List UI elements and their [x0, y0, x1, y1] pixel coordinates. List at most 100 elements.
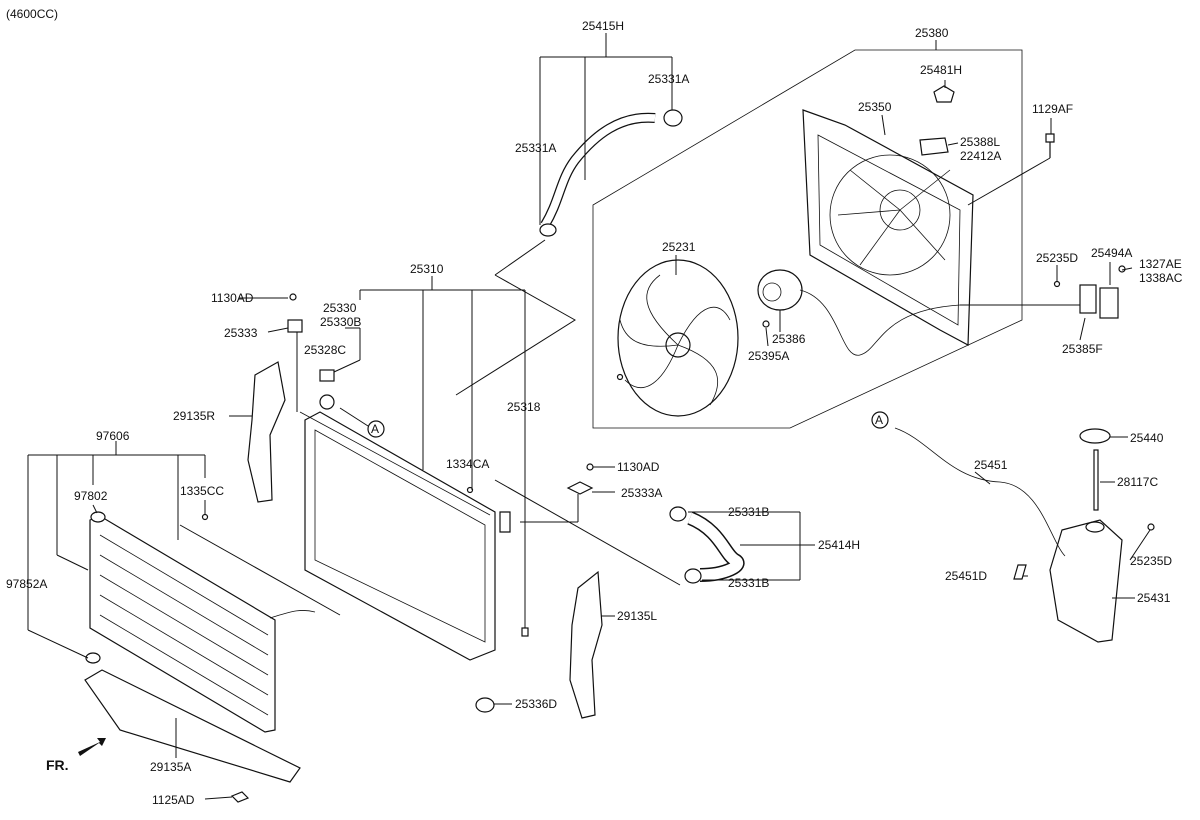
callout-a-radiator: A: [367, 420, 385, 438]
label-25235d-right: 25235D: [1130, 554, 1172, 568]
drain-plug-25318: [521, 627, 529, 637]
label-1125ad: 1125AD: [152, 793, 195, 807]
radiator-core: [304, 411, 496, 661]
fan-blades: [619, 274, 731, 406]
label-29135l: 29135L: [617, 609, 657, 623]
motor-wire: [799, 289, 961, 356]
radiator-top-tank: [299, 411, 491, 516]
label-25386: 25386: [772, 332, 806, 346]
label-97852a: 97852A: [6, 577, 47, 591]
reservoir-neck: [1085, 521, 1105, 533]
screw-25235d-upper: [1053, 280, 1061, 288]
front-indicator-text: FR.: [46, 757, 69, 773]
connector-25385f: [1079, 284, 1097, 314]
screw-1327ae: [1118, 265, 1126, 273]
hose-clamp-lower-bottom: [684, 568, 702, 584]
controller-25494a: [1099, 287, 1119, 319]
reservoir-tank: [1049, 519, 1123, 643]
radiator-core-inner: [314, 429, 486, 643]
label-1130ad-top: 1130AD: [211, 291, 254, 305]
leader-lines: [27, 33, 1151, 800]
label-1327ae: 1327AE: [1139, 257, 1182, 271]
label-25440: 25440: [1130, 431, 1164, 445]
label-29135r: 29135R: [173, 409, 215, 423]
shroud-fan-ring: [829, 154, 951, 276]
label-25336d: 25336D: [515, 697, 557, 711]
fan-assembly-group: [592, 49, 1126, 429]
bolt-1129af: [1045, 133, 1055, 158]
label-25331a-top: 25331A: [648, 72, 689, 86]
radiator-outlet: [499, 511, 511, 533]
label-25414h: 25414H: [818, 538, 860, 552]
reservoir-cap: [1079, 428, 1111, 444]
label-25451: 25451: [974, 458, 1008, 472]
insulator-97802: [90, 511, 106, 523]
front-arrow-icon: [78, 738, 106, 756]
shroud-motor-hub: [879, 189, 921, 231]
hose-clamp-right: [663, 109, 683, 127]
fan-assembly-outline: [592, 49, 1023, 429]
label-25415h: 25415H: [582, 19, 624, 33]
overflow-hose-25451: [894, 427, 1066, 557]
part-labels: 25415H 25331A 25331A 25380 25481H 25350 …: [6, 19, 1183, 807]
upper-hose-group: [539, 109, 683, 237]
label-25431: 25431: [1137, 591, 1171, 605]
label-25330: 25330: [323, 301, 357, 315]
label-25481h: 25481H: [920, 63, 962, 77]
reservoir-group: [894, 427, 1155, 643]
fan-motor-shaft: [762, 282, 782, 302]
clip-25481h: [933, 85, 955, 103]
callout-a-hose-text: A: [875, 413, 883, 427]
hose-clamp-left: [539, 223, 557, 237]
fan-shroud: [802, 109, 974, 346]
label-25328c: 25328C: [304, 343, 346, 357]
label-29135a: 29135A: [150, 760, 191, 774]
insulator-97852a: [85, 652, 101, 664]
clip-1335cc: [201, 513, 209, 521]
front-indicator: FR.: [46, 738, 106, 773]
label-25388l: 25388L: [960, 135, 1000, 149]
air-guard-29135l: [569, 570, 603, 719]
fan-shroud-inner: [817, 134, 961, 326]
engine-note: (4600CC): [6, 7, 58, 21]
label-25318: 25318: [507, 400, 541, 414]
lower-hose-group: [566, 463, 745, 584]
label-97802: 97802: [74, 489, 108, 503]
label-1130ad-mid: 1130AD: [617, 460, 660, 474]
screw-25235d-lower: [1147, 523, 1155, 531]
insulator-25336d: [475, 697, 495, 713]
bolt-1125ad: [230, 791, 250, 803]
label-1334ca: 1334CA: [446, 457, 489, 471]
bracket-25333: [287, 319, 303, 333]
condenser-fins: [99, 534, 269, 716]
label-25331b-bottom: 25331B: [728, 576, 769, 590]
callout-a-radiator-text: A: [371, 422, 379, 436]
label-25333: 25333: [224, 326, 258, 340]
resistor-plate: [919, 137, 949, 156]
filler-neck: [319, 394, 335, 410]
label-25350: 25350: [858, 100, 892, 114]
label-25310: 25310: [410, 262, 444, 276]
label-25395a: 25395A: [748, 349, 789, 363]
label-25331a-left: 25331A: [515, 141, 556, 155]
label-25231: 25231: [662, 240, 696, 254]
label-28117c: 28117C: [1117, 475, 1158, 489]
label-1338ac: 1338AC: [1139, 271, 1183, 285]
bolt-1130ad-top: [289, 293, 297, 301]
radiator-cap-seal: [319, 369, 335, 382]
bolt-1130ad-mid: [586, 463, 594, 471]
label-25451d: 25451D: [945, 569, 987, 583]
bracket-25333a: [566, 481, 594, 495]
label-97606: 97606: [96, 429, 130, 443]
condenser-group: [85, 511, 316, 733]
fan-nut: [616, 373, 624, 381]
screw-25395a: [762, 320, 770, 328]
fan-motor: [757, 269, 803, 311]
label-1129af: 1129AF: [1032, 102, 1073, 116]
radiator-group: [287, 293, 529, 713]
label-1335cc: 1335CC: [180, 484, 224, 498]
condenser-pipe: [269, 610, 316, 619]
label-25385f: 25385F: [1062, 342, 1103, 356]
air-guard-29135r: [247, 361, 286, 503]
